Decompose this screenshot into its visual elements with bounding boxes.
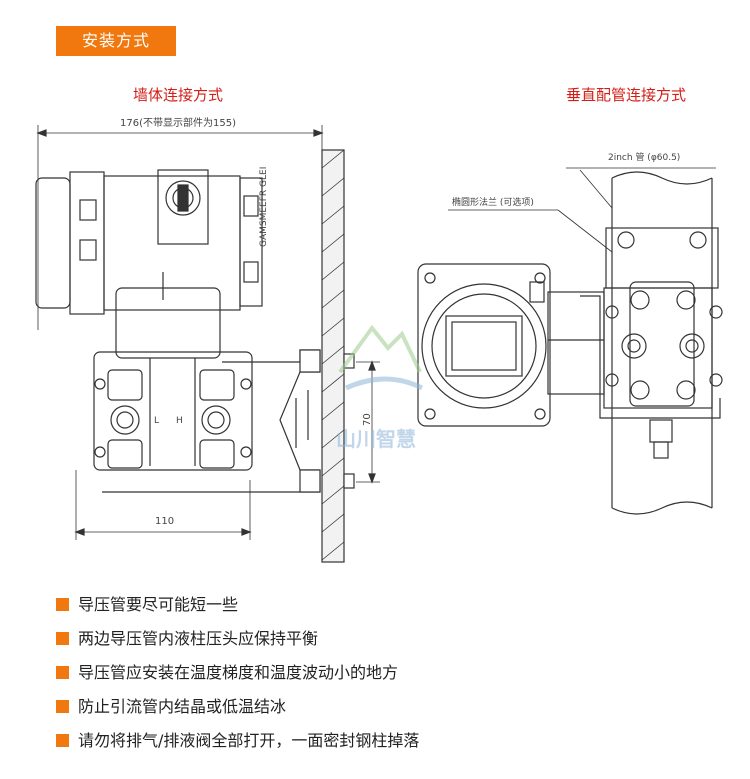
- installation-drawing: 176(不带显示部件为155) 110 70 GAMSMEEFR GLEI L …: [35, 116, 723, 563]
- pipe-size-label: 2inch 管 (φ60.5): [608, 151, 680, 163]
- watermark-logo: 山川智慧: [336, 324, 424, 451]
- bottom-dimension-label: 110: [155, 516, 174, 527]
- note-item: 请勿将排气/排液阀全部打开，一面密封钢柱掉落: [56, 724, 419, 758]
- pipe-mount-title: 垂直配管连接方式: [566, 86, 687, 104]
- pipe-mount-drawing: [417, 167, 723, 515]
- note-item: 导压管应安装在温度梯度和温度波动小的地方: [56, 656, 419, 690]
- note-text: 导压管应安装在温度梯度和温度波动小的地方: [78, 663, 399, 682]
- housing-marking: GAMSMEEFR GLEI: [259, 167, 269, 247]
- note-text: 导压管要尽可能短一些: [78, 595, 239, 614]
- valve-high-label: H: [176, 416, 183, 426]
- side-dimension-label: 70: [362, 413, 373, 426]
- square-bullet-icon: [56, 632, 69, 645]
- note-text: 请勿将排气/排液阀全部打开，一面密封钢柱掉落: [78, 731, 420, 750]
- note-item: 导压管要尽可能短一些: [56, 588, 419, 622]
- watermark-text: 山川智慧: [336, 427, 416, 451]
- installation-notes: 导压管要尽可能短一些 两边导压管内液柱压头应保持平衡 导压管应安装在温度梯度和温…: [56, 588, 419, 758]
- wall-mount-drawing: [35, 125, 380, 563]
- square-bullet-icon: [56, 734, 69, 747]
- flange-option-label: 椭圆形法兰 (可选项): [452, 196, 534, 208]
- section-badge: 安装方式: [56, 26, 176, 56]
- note-text: 防止引流管内结晶或低温结冰: [78, 697, 287, 716]
- width-dimension-label: 176(不带显示部件为155): [120, 116, 236, 129]
- wall-hatch: [321, 149, 345, 561]
- note-item: 两边导压管内液柱压头应保持平衡: [56, 622, 419, 656]
- square-bullet-icon: [56, 666, 69, 679]
- wall-mount-title: 墙体连接方式: [133, 86, 224, 104]
- note-item: 防止引流管内结晶或低温结冰: [56, 690, 419, 724]
- square-bullet-icon: [56, 598, 69, 611]
- square-bullet-icon: [56, 700, 69, 713]
- note-text: 两边导压管内液柱压头应保持平衡: [78, 629, 319, 648]
- valve-low-label: L: [154, 416, 159, 426]
